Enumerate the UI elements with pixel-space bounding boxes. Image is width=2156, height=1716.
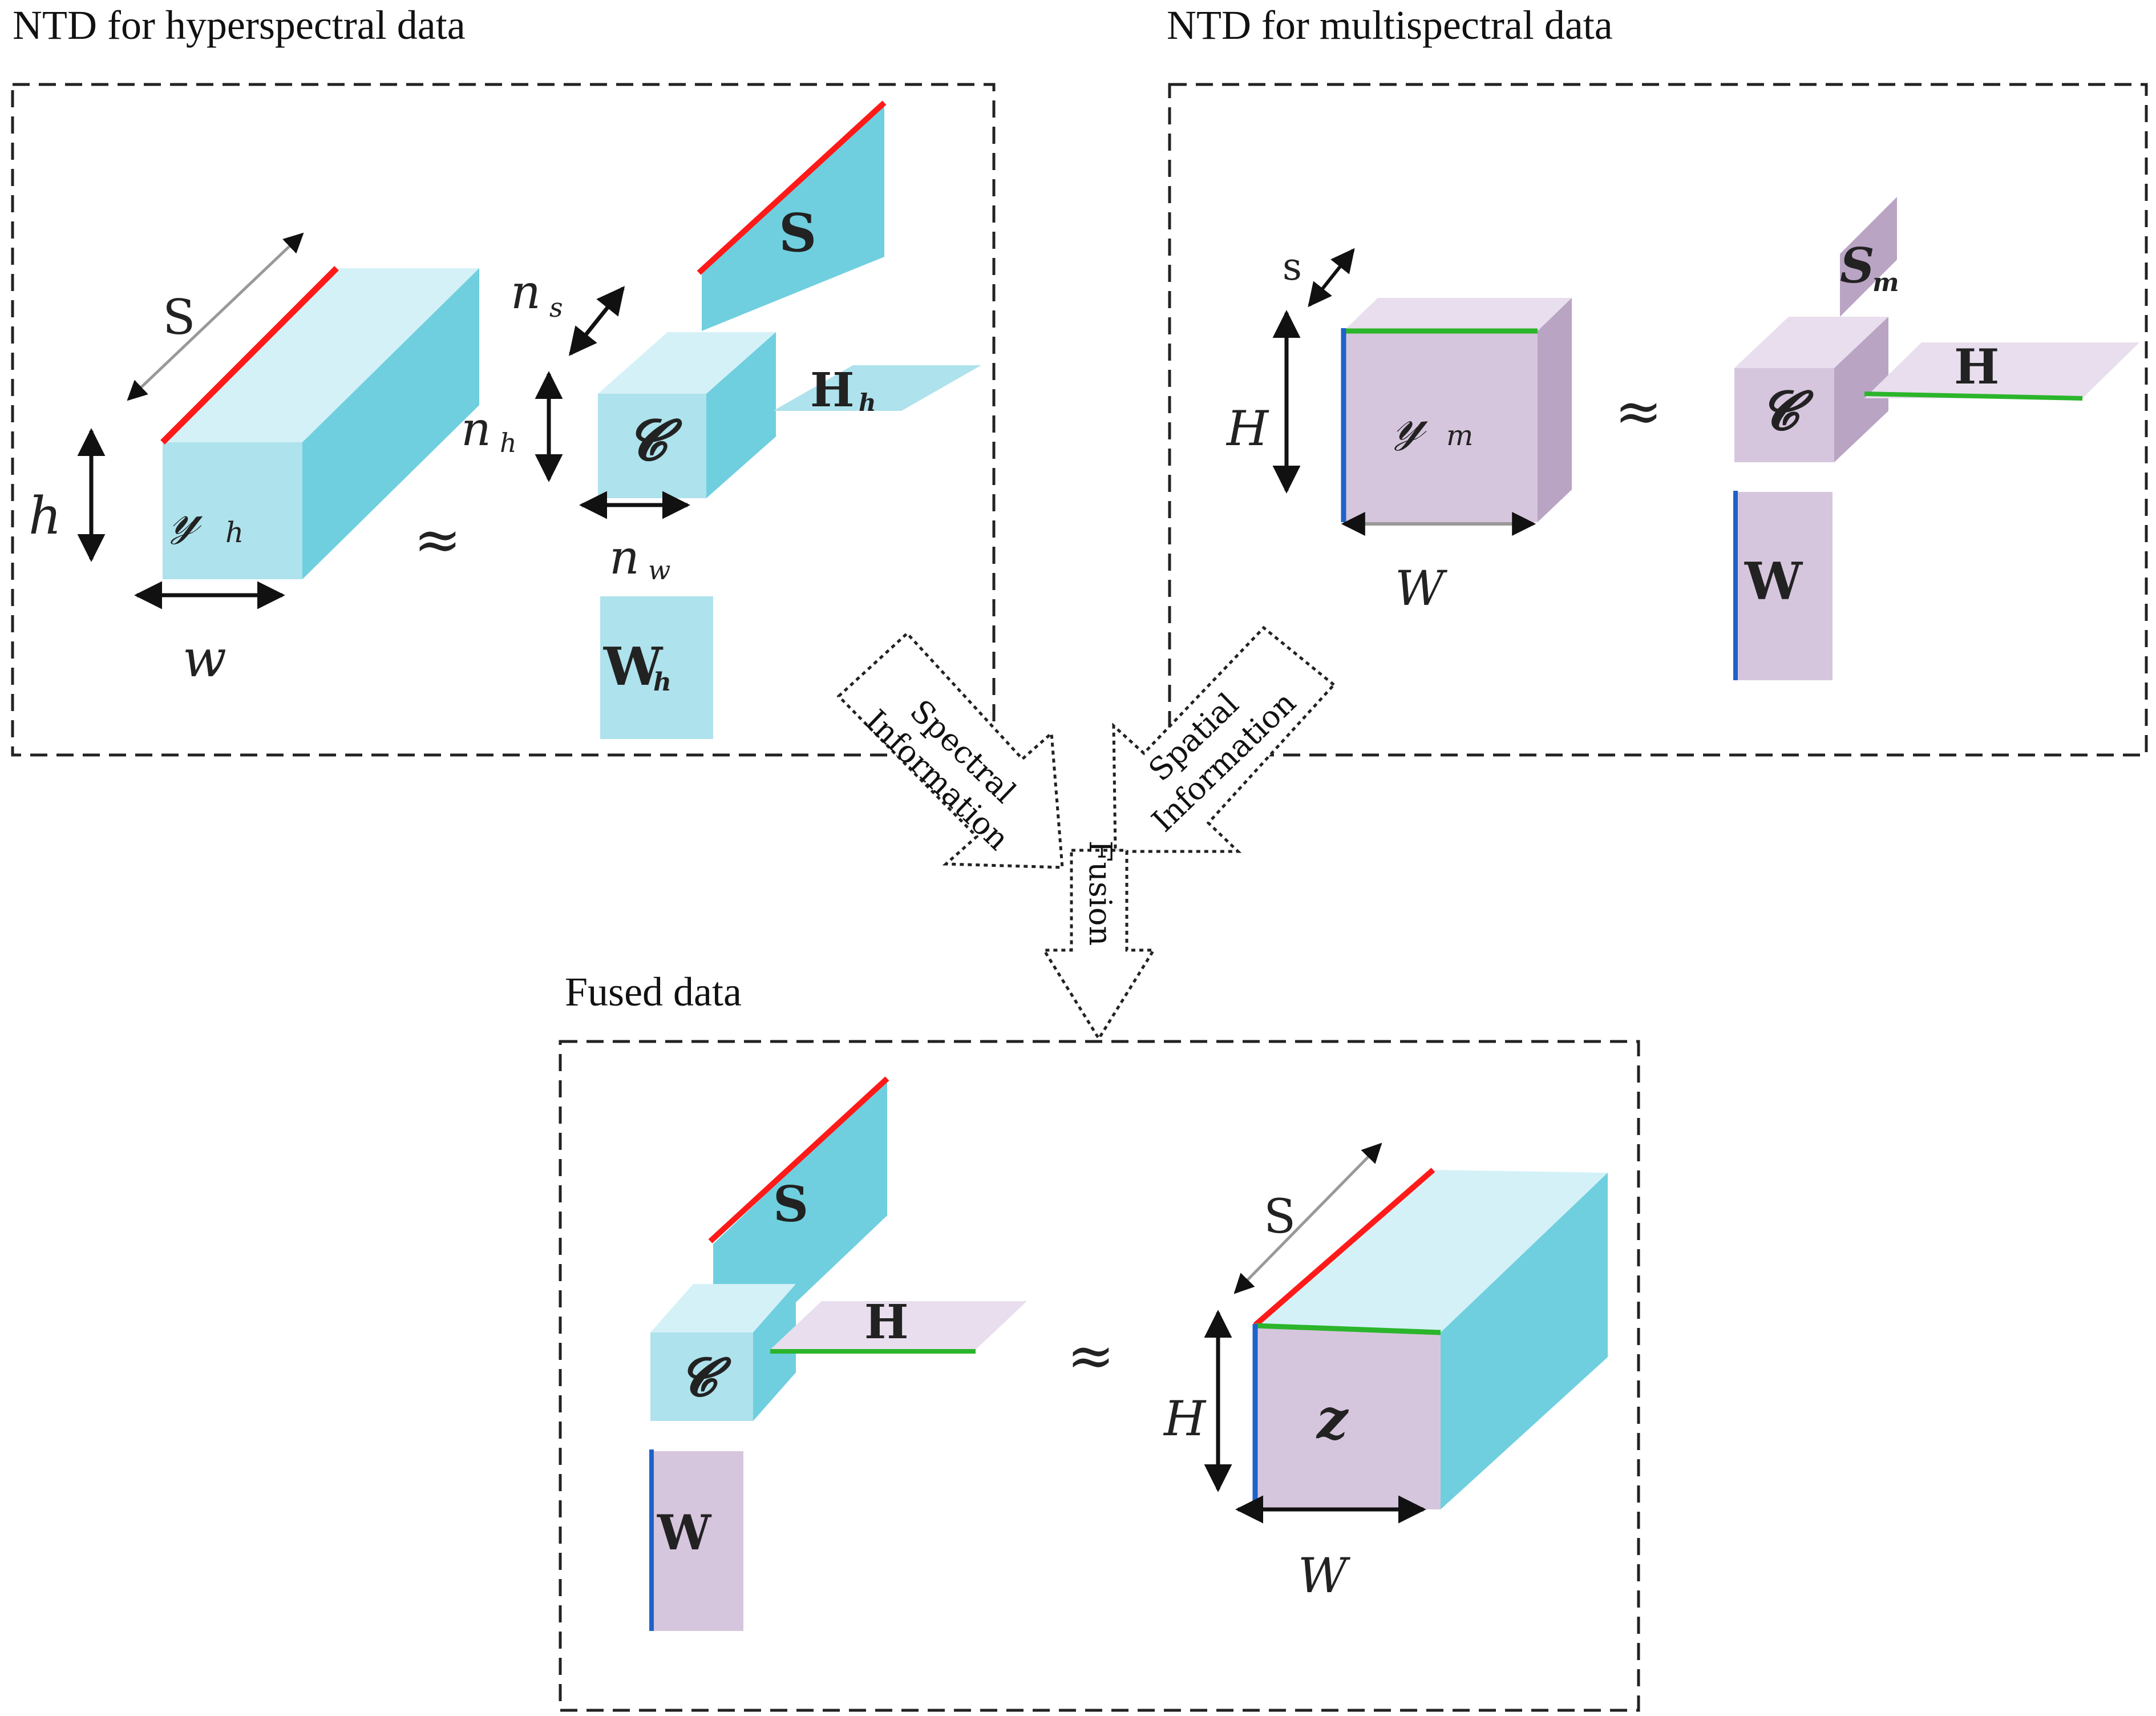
w-factor-fused-label: W	[657, 1504, 712, 1561]
s-dimension-arrow-fused	[1233, 1142, 1382, 1294]
s-factor-multi-label: S	[1840, 237, 1875, 294]
h-dimension-label: h	[29, 486, 62, 546]
y-m-label: 𝓎	[1394, 391, 1428, 452]
w-factor-hyper	[600, 596, 713, 739]
hyperspectral-title: NTD for hyperspectral data	[13, 2, 466, 48]
h-factor-hyper	[773, 365, 981, 411]
s-factor-fused-label: S	[773, 1176, 808, 1233]
s-factor-hyper-label: S	[779, 202, 816, 264]
s-dimension-arrow	[127, 232, 304, 401]
multispectral-panel: NTD for multispectral data 𝓎 m s H W ≈ S…	[1167, 2, 2148, 757]
h-factor-fused-label: H	[864, 1295, 908, 1350]
w-dimension-label-fused: W	[1298, 1548, 1351, 1604]
nw-label: n	[609, 531, 640, 585]
nw-subscript: w	[648, 555, 670, 586]
y-h-label: 𝓎	[170, 487, 203, 546]
h-factor-multi-label: H	[1954, 338, 1999, 395]
h-factor-hyper-subscript: h	[859, 389, 876, 417]
s-dimension-arrow-multi	[1308, 248, 1355, 308]
h-factor-fused	[770, 1301, 1027, 1350]
hyperspectral-panel: NTD for hyperspectral data 𝓎 h S h w ≈ S…	[11, 2, 996, 757]
core-tensor-hyper: 𝓒	[598, 332, 776, 498]
h-factor-multi-green-edge	[1864, 391, 2083, 401]
approx-symbol-fused: ≈	[1067, 1322, 1115, 1389]
y-h-front-face	[163, 442, 302, 579]
multispectral-title: NTD for multispectral data	[1167, 2, 1613, 48]
nh-label: n	[461, 402, 491, 457]
core-tensor-fused: 𝓒	[650, 1284, 796, 1421]
w-factor-multi	[1734, 492, 1833, 680]
fused-box	[559, 1040, 1640, 1712]
s-factor-multi-subscript: m	[1872, 268, 1899, 297]
h-factor-hyper-label: H	[810, 363, 854, 418]
y-m-tensor: 𝓎 m	[1341, 298, 1572, 522]
w-factor-hyper-subscript: h	[653, 668, 672, 697]
approx-symbol-hyper: ≈	[414, 506, 462, 573]
fusion-arrow-label: Fusion	[1082, 841, 1118, 946]
h-dimension-label-multi: H	[1225, 401, 1269, 457]
nh-subscript: h	[500, 427, 517, 458]
ns-label: n	[511, 265, 541, 320]
w-dimension-label-multi: W	[1395, 560, 1448, 616]
multispectral-box	[1168, 83, 2148, 757]
spectral-information-arrow: Spectral Information	[836, 631, 1064, 869]
w-dimension-label: w	[183, 629, 226, 689]
s-dimension-label: S	[163, 289, 196, 345]
s-dimension-label-multi: s	[1283, 245, 1302, 289]
s-factor-multi	[1840, 197, 1897, 317]
s-factor-hyper-red-edge	[697, 100, 887, 275]
y-h-subscript: h	[225, 516, 244, 549]
z-tensor-label: 𝒛	[1316, 1387, 1349, 1451]
s-dimension-label-fused: S	[1264, 1190, 1296, 1244]
y-m-subscript: m	[1446, 419, 1473, 452]
z-green-edge	[1255, 1323, 1441, 1335]
y-h-side-face	[302, 268, 479, 579]
fused-title: Fused data	[565, 969, 742, 1015]
h-factor-multi	[1864, 342, 2139, 398]
w-factor-multi-label: W	[1744, 551, 1803, 612]
w-factor-hyper-label: W	[603, 636, 664, 697]
core-tensor-multi: 𝓒	[1734, 317, 1888, 462]
fusion-arrow: Fusion	[1041, 841, 1156, 1041]
z-tensor: 𝒛	[1252, 1168, 1608, 1509]
ns-dimension-arrow	[568, 286, 625, 356]
ns-subscript: s	[549, 292, 563, 323]
h-dimension-label-fused: H	[1163, 1391, 1207, 1447]
s-factor-fused-red-edge	[708, 1076, 889, 1243]
hyperspectral-box	[11, 83, 996, 757]
approx-symbol-multi: ≈	[1615, 378, 1662, 445]
spatial-information-arrow: Spatial Information	[1112, 625, 1336, 853]
w-factor-fused	[650, 1451, 743, 1631]
fused-panel: Fused data S 𝓒 H W ≈ 𝒛	[559, 969, 1640, 1712]
